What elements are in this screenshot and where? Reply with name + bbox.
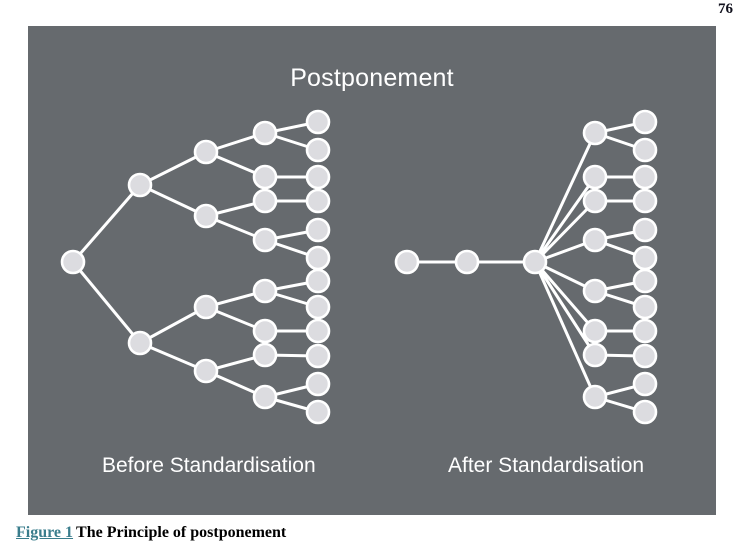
diagram-edge	[71, 260, 142, 345]
diagram-edge	[533, 175, 597, 264]
figure-caption-text: The Principle of postponement	[76, 524, 287, 541]
diagram-edge	[138, 305, 208, 345]
diagram-edge	[533, 260, 597, 333]
node-group	[60, 109, 331, 425]
diagram-node	[252, 342, 278, 368]
diagram-node	[632, 318, 658, 344]
diagram-node	[305, 399, 331, 425]
diagram-node	[305, 188, 331, 214]
diagram-node	[582, 227, 608, 253]
diagram-node	[582, 384, 608, 410]
diagram-node	[193, 294, 219, 320]
panel-caption-after: After Standardisation	[448, 454, 645, 477]
diagram-node	[632, 399, 658, 425]
diagram-node	[632, 245, 658, 271]
diagram-node	[305, 109, 331, 135]
diagram-node	[632, 188, 658, 214]
diagram-node	[252, 227, 278, 253]
panel-caption-before: Before Standardisation	[102, 454, 316, 477]
diagram-node	[252, 318, 278, 344]
diagram-panel-after-standardisation	[394, 109, 658, 425]
diagram-node	[60, 249, 86, 275]
postponement-diagram	[60, 109, 658, 425]
diagram-node	[582, 120, 608, 146]
node-group	[394, 109, 658, 425]
diagram-node	[193, 203, 219, 229]
diagram-node	[454, 249, 480, 275]
diagram-node	[632, 294, 658, 320]
diagram-node	[632, 109, 658, 135]
diagram-edge	[533, 199, 597, 264]
diagram-panel-before-standardisation	[60, 109, 331, 425]
diagram-edge	[71, 183, 142, 264]
diagram-node	[252, 120, 278, 146]
diagram-node	[127, 330, 153, 356]
diagram-node	[305, 217, 331, 243]
diagram-node	[305, 294, 331, 320]
diagram-node	[632, 137, 658, 163]
diagram-node	[127, 172, 153, 198]
diagram-node	[582, 188, 608, 214]
diagram-node	[522, 249, 548, 275]
diagram-node	[394, 249, 420, 275]
diagram-node	[632, 371, 658, 397]
diagram-node	[582, 342, 608, 368]
diagram-node	[252, 278, 278, 304]
diagram-node	[632, 164, 658, 190]
page-number: 76	[718, 1, 733, 17]
diagram-node	[305, 371, 331, 397]
diagram-node	[193, 358, 219, 384]
diagram-node	[632, 268, 658, 294]
diagram-node	[193, 139, 219, 165]
diagram-edge	[533, 260, 597, 357]
figure-reference-link[interactable]: Figure 1	[16, 524, 74, 541]
diagram-node	[305, 318, 331, 344]
diagram-node	[582, 278, 608, 304]
diagram-node	[305, 164, 331, 190]
diagram-node	[305, 245, 331, 271]
diagram-node	[582, 164, 608, 190]
diagram-node	[305, 137, 331, 163]
diagram-node	[582, 318, 608, 344]
diagram-edge	[533, 260, 597, 399]
figure-title: Postponement	[290, 64, 454, 92]
figure-panel: Postponement Before Standardisation Afte…	[28, 26, 716, 515]
diagram-node	[632, 217, 658, 243]
diagram-node	[252, 164, 278, 190]
diagram-node	[252, 384, 278, 410]
diagram-node	[252, 188, 278, 214]
diagram-node	[305, 268, 331, 294]
diagram-node	[305, 343, 331, 369]
diagram-node	[632, 343, 658, 369]
diagram-edge	[533, 131, 597, 264]
